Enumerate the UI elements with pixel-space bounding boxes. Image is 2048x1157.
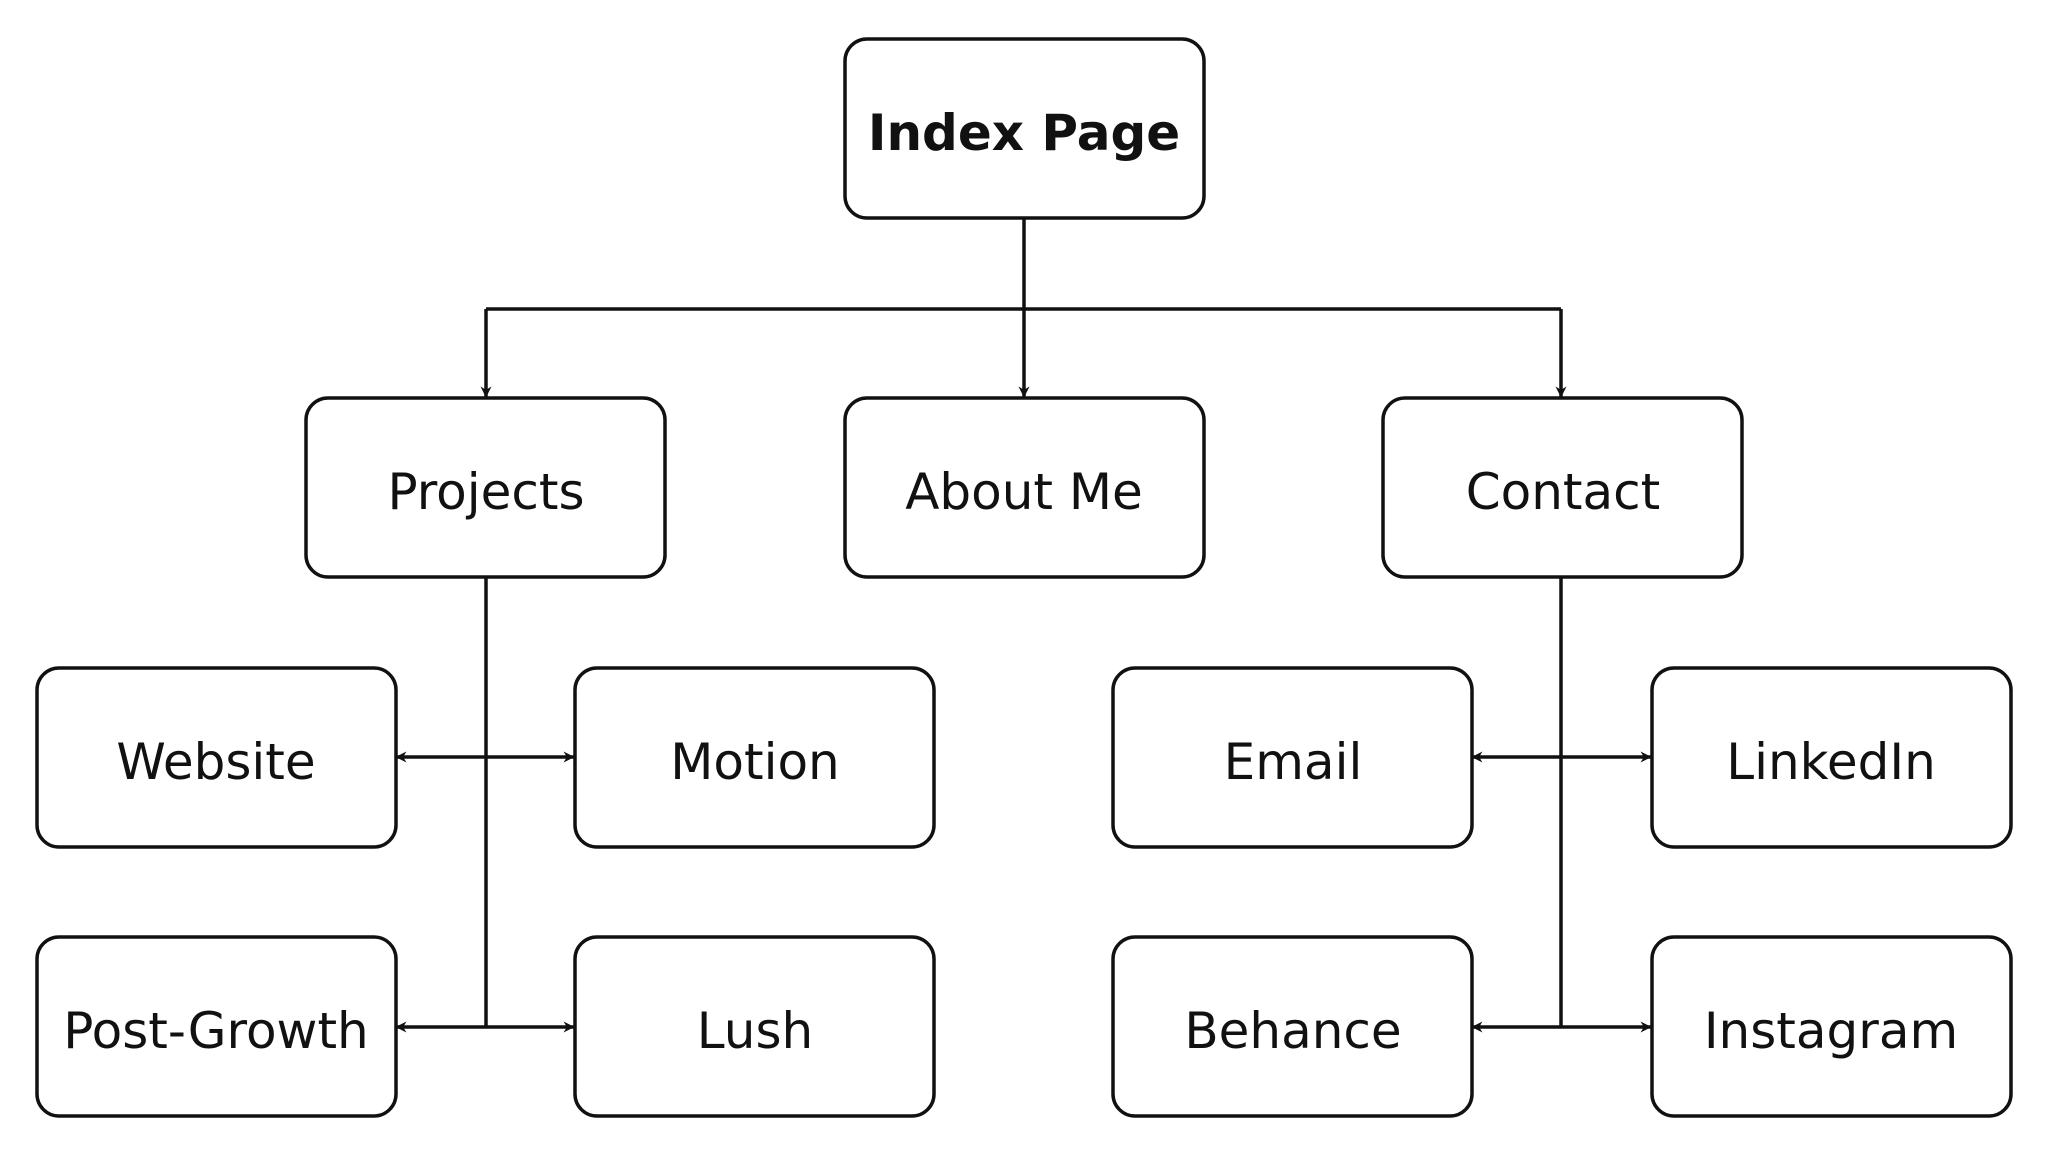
node-website-label: Website [116, 733, 315, 791]
edges-contact [1471, 578, 1652, 1033]
node-contact: Contact [1381, 396, 1744, 579]
node-behance: Behance [1111, 935, 1474, 1118]
node-behance-label: Behance [1184, 1002, 1401, 1060]
node-instagram: Instagram [1650, 935, 2013, 1118]
node-post-growth-label: Post-Growth [63, 1002, 368, 1060]
node-linkedin: LinkedIn [1650, 666, 2013, 849]
node-contact-label: Contact [1466, 463, 1661, 521]
node-projects: Projects [304, 396, 667, 579]
edges-projects [395, 578, 575, 1033]
edges-root [480, 219, 1567, 398]
node-index-page-label: Index Page [868, 104, 1180, 162]
node-index-page: Index Page [843, 37, 1206, 220]
node-motion: Motion [573, 666, 936, 849]
node-linkedin-label: LinkedIn [1726, 733, 1936, 791]
node-email: Email [1111, 666, 1474, 849]
node-projects-label: Projects [387, 463, 584, 521]
node-instagram-label: Instagram [1704, 1002, 1958, 1060]
node-post-growth: Post-Growth [35, 935, 398, 1118]
node-website: Website [35, 666, 398, 849]
node-lush: Lush [573, 935, 936, 1118]
node-email-label: Email [1224, 733, 1363, 791]
node-about-me: About Me [843, 396, 1206, 579]
node-motion-label: Motion [670, 733, 840, 791]
node-about-me-label: About Me [905, 463, 1143, 521]
node-lush-label: Lush [697, 1002, 813, 1060]
